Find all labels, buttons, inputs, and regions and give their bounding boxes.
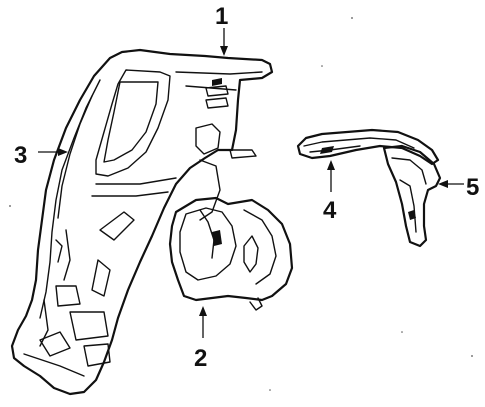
upper-bracket (296, 128, 440, 166)
callout-leaders (38, 28, 464, 338)
callout-2: 2 (194, 345, 207, 372)
scan-specks (9, 17, 473, 391)
quarter-extension (382, 144, 442, 248)
callout-3: 3 (14, 142, 27, 169)
callout-1: 1 (215, 3, 228, 30)
wheelhouse-panel (168, 196, 294, 311)
callout-4: 4 (323, 197, 337, 224)
callout-5: 5 (466, 174, 479, 201)
quarter-inner-panel (10, 48, 274, 396)
